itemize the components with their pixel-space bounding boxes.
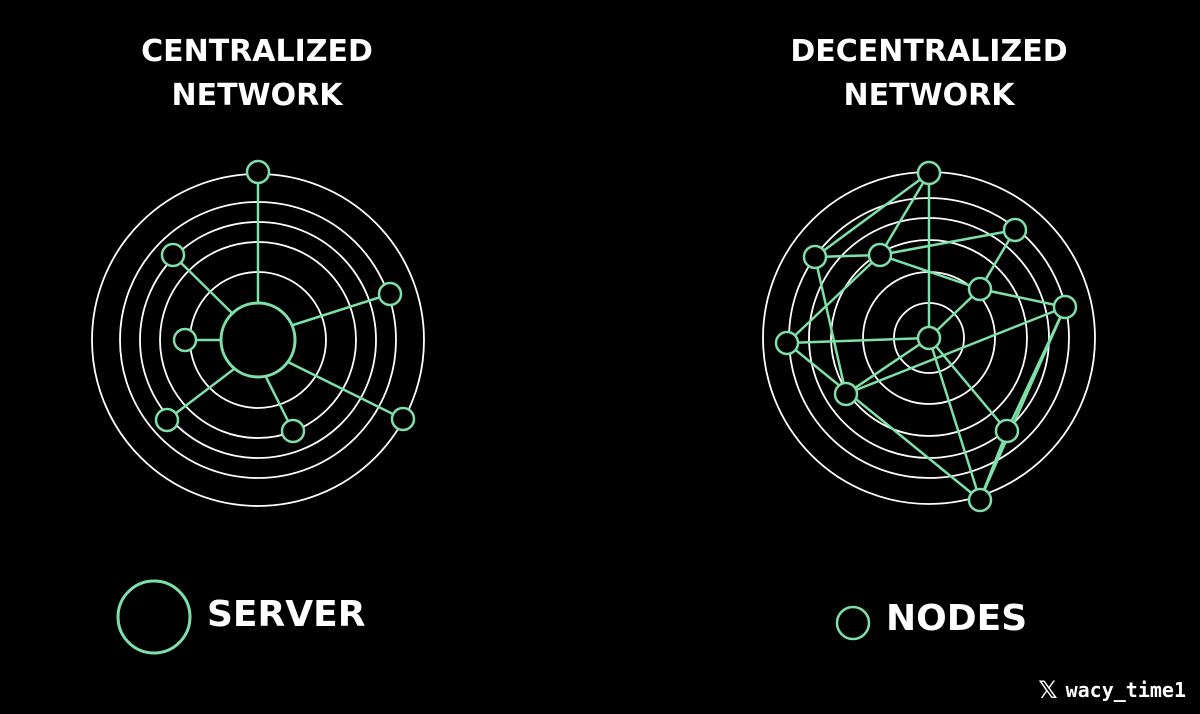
link (879, 228, 1016, 257)
decentralized-network-title: DECENTRALIZED NETWORK (749, 30, 1109, 118)
node (390, 406, 416, 432)
link (814, 171, 930, 259)
legend-node-symbol (835, 605, 871, 641)
node (802, 244, 828, 270)
link (786, 336, 930, 345)
title-line-2: NETWORK (843, 78, 1015, 113)
link (845, 305, 1066, 396)
link (172, 254, 233, 314)
link (786, 342, 981, 501)
node (1052, 294, 1078, 320)
decentralized-diagram (762, 160, 1096, 513)
peer-nodes (774, 160, 1078, 513)
node (377, 281, 403, 307)
legend-server-label: SERVER (207, 594, 366, 635)
node (916, 160, 942, 186)
node (774, 330, 800, 356)
node (245, 159, 271, 185)
legend-nodes-label: NODES (886, 598, 1028, 639)
node (1002, 217, 1028, 243)
link (878, 172, 931, 256)
server-node (219, 301, 297, 379)
link (845, 336, 930, 396)
centralized-diagram (91, 159, 425, 507)
node (172, 327, 198, 353)
client-nodes (154, 159, 416, 444)
node (833, 381, 859, 407)
node (154, 407, 180, 433)
link (879, 253, 981, 291)
x-logo-icon: 𝕏 (1038, 676, 1058, 704)
link (927, 337, 982, 501)
link (287, 360, 404, 421)
watermark-handle: wacy_time1 (1065, 678, 1186, 702)
node (160, 242, 186, 268)
title-line-1: CENTRALIZED (141, 34, 373, 69)
link (979, 287, 1066, 309)
node (916, 325, 942, 351)
title-line-1: DECENTRALIZED (790, 34, 1068, 69)
node (867, 242, 893, 268)
centralized-network-title: CENTRALIZED NETWORK (77, 30, 437, 118)
legend-server-symbol (116, 579, 192, 655)
mesh-links (786, 171, 1067, 501)
node (994, 418, 1020, 444)
node (280, 418, 306, 444)
link (978, 430, 1009, 501)
node (967, 276, 993, 302)
link (786, 254, 881, 344)
link (813, 256, 848, 395)
watermark: 𝕏 wacy_time1 (1038, 676, 1186, 704)
link (166, 368, 235, 421)
title-line-2: NETWORK (171, 78, 343, 113)
link (928, 337, 1008, 432)
link (978, 306, 1067, 501)
link (292, 292, 391, 327)
node (967, 487, 993, 513)
